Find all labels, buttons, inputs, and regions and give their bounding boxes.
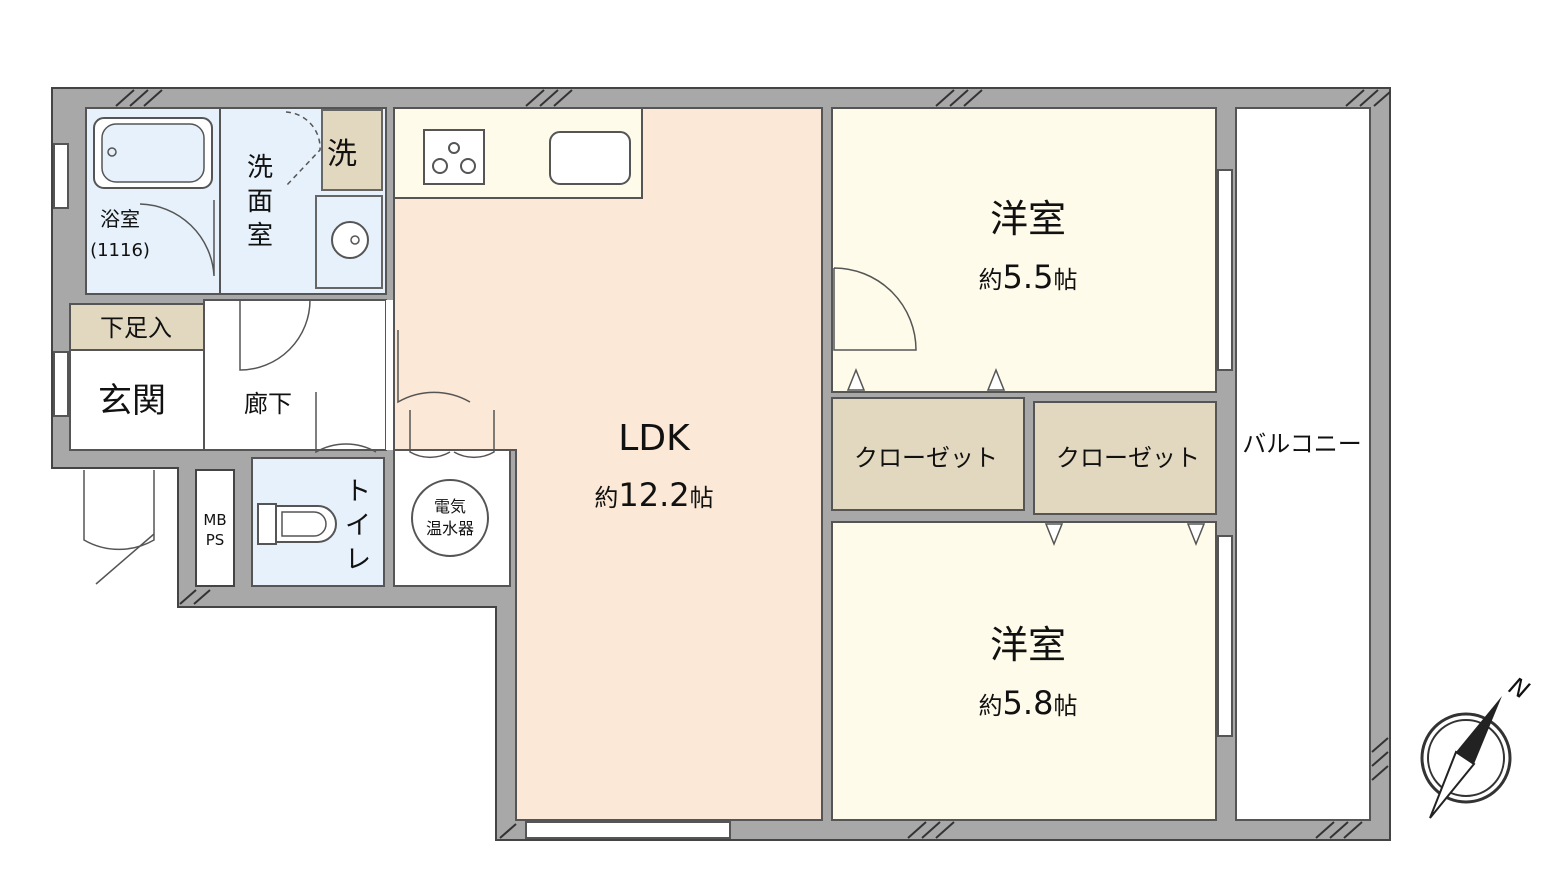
bedroom2-label: 洋室: [990, 623, 1066, 667]
compass-north-label: N: [1504, 672, 1534, 705]
ldk-label: LDK: [618, 418, 691, 459]
hallway-label: 廊下: [244, 390, 292, 418]
closet2-label: クローゼット: [1056, 444, 1200, 472]
closet2-floor: [1033, 401, 1217, 515]
wash-basin: [331, 221, 369, 259]
kitchen-sink: [549, 131, 631, 185]
bath-label: 浴室: [100, 207, 140, 231]
toilet-label-3: レ: [345, 545, 371, 575]
toilet-label-2: イ: [345, 511, 371, 541]
washroom-label-1: 洗: [247, 153, 273, 183]
ldk-size-label: 約12.2帖: [594, 476, 713, 514]
closet1-label: クローゼット: [854, 444, 998, 472]
bedroom2-size-label: 約5.8帖: [979, 684, 1078, 722]
hallway-floor: [203, 299, 387, 451]
mbps-label-2: PS: [206, 531, 225, 549]
bath-size-label: (1116): [90, 240, 150, 261]
washroom-label-2: 面: [247, 187, 273, 217]
water-heater-label-2: 温水器: [426, 519, 474, 538]
washer-label: 洗: [327, 137, 357, 172]
water-heater-label-1: 電気: [434, 497, 466, 516]
bedroom1-floor: [831, 107, 1217, 393]
wall-hatch-marks: [115, 89, 1391, 839]
entrance-floor: [69, 349, 205, 451]
mbps-box: [195, 469, 235, 587]
mbps-label-1: MB: [203, 511, 226, 529]
windows: [53, 143, 1233, 839]
closet-door-marks: [846, 367, 1206, 547]
balcony-label: バルコニー: [1242, 430, 1362, 458]
washroom-fold-door: [285, 111, 321, 187]
toilet-bowl: [257, 503, 337, 545]
bedroom1-size-label: 約5.5帖: [979, 258, 1078, 296]
washer-pan: [321, 109, 383, 191]
ldk-floor: [393, 107, 823, 821]
toilet-label-1: ト: [345, 477, 371, 507]
compass-icon: [1420, 696, 1512, 819]
bedroom2-floor: [831, 521, 1217, 821]
water-heater: [411, 479, 489, 557]
washroom-label-3: 室: [247, 221, 273, 251]
doors: [83, 267, 917, 585]
stove: [423, 129, 485, 185]
bath-door: [139, 200, 215, 277]
entrance-label: 玄関: [98, 381, 166, 421]
bedroom1-label: 洋室: [990, 197, 1066, 241]
shoe-storage-label: 下足入: [100, 314, 172, 342]
closet1-floor: [831, 397, 1025, 511]
balcony-floor: [1235, 107, 1371, 821]
